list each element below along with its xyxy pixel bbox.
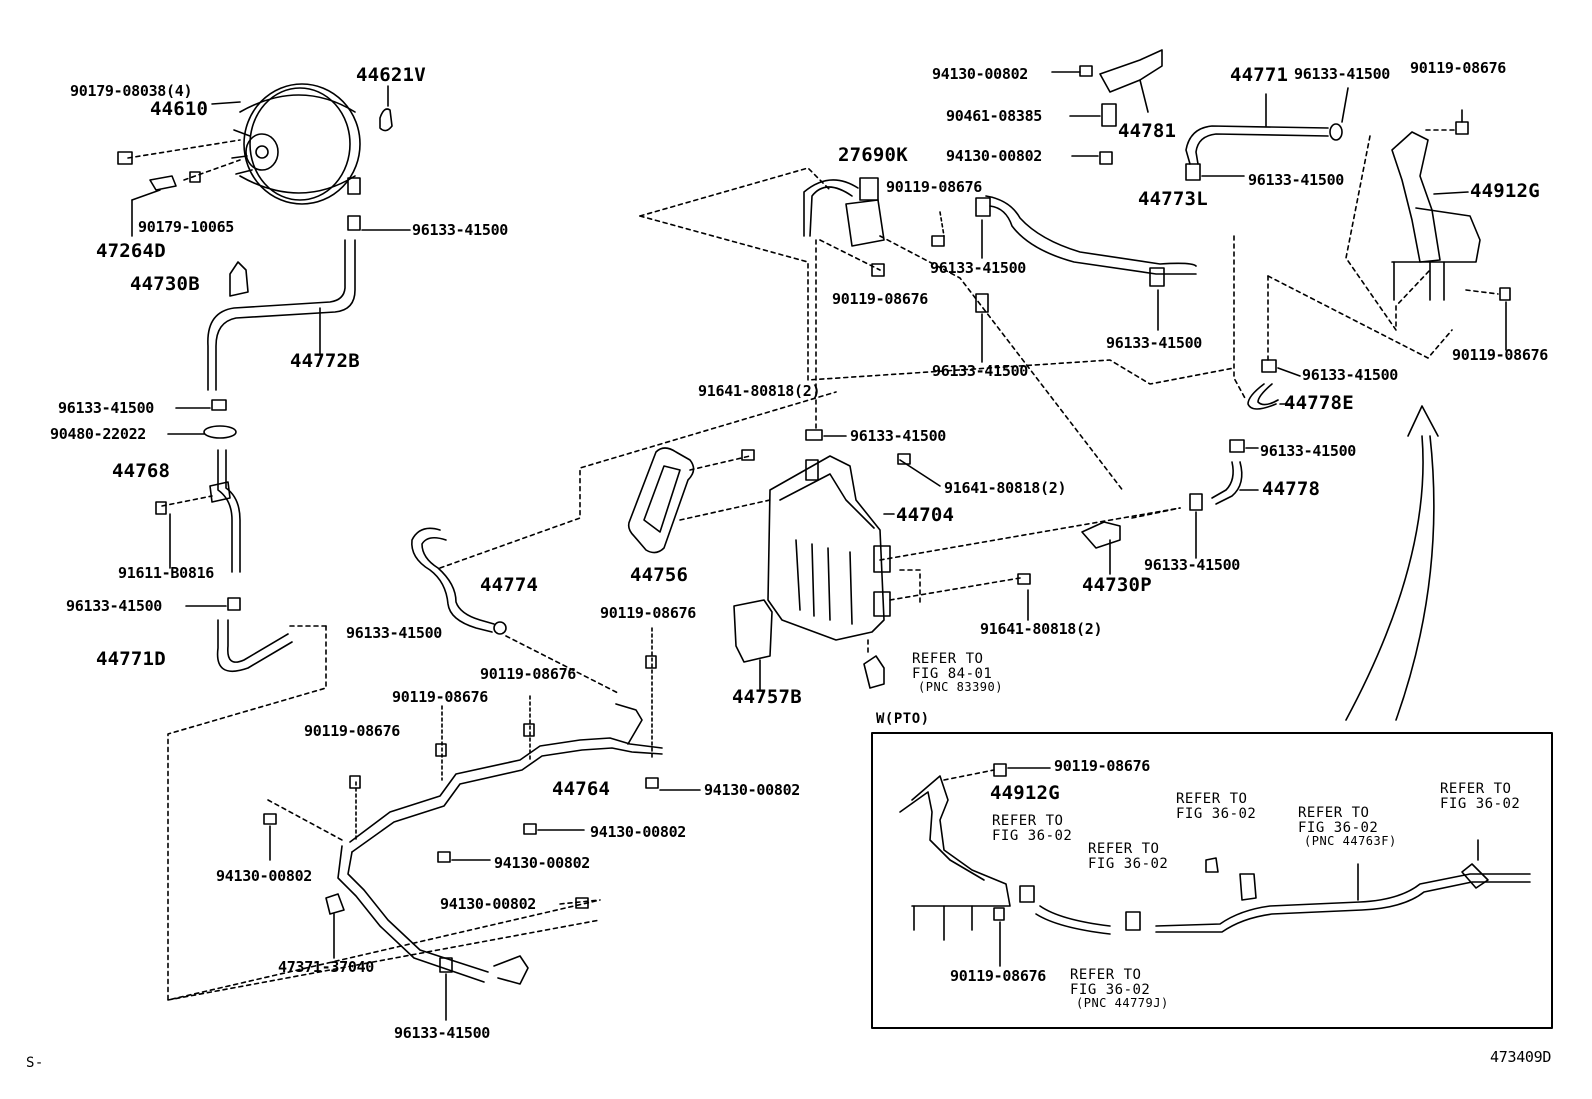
refer-note: REFER TO FIG 36-02 (PNC 44779J)	[1070, 968, 1169, 1010]
part-number-label: 91641-80818(2)	[980, 620, 1103, 638]
refer-note-line: REFER TO	[1298, 805, 1370, 821]
part-number-label: 90179-08038(4)	[70, 82, 193, 100]
refer-note-line: FIG 36-02	[1088, 856, 1169, 873]
part-number-label: 44610	[150, 98, 209, 120]
part-number-label: 96133-41500	[58, 399, 155, 417]
part-number-label: 44781	[1118, 120, 1177, 142]
refer-note-line: (PNC 44779J)	[1076, 996, 1169, 1011]
part-number-label: 44773L	[1138, 188, 1208, 210]
part-number-label: 96133-41500	[850, 427, 947, 445]
part-number-label: 90119-08676	[832, 290, 929, 308]
part-number-label: 44778	[1262, 478, 1321, 500]
part-number-label: 94130-00802	[440, 895, 537, 913]
part-number-label: 90119-08676	[950, 967, 1047, 985]
refer-note-line: REFER TO	[992, 813, 1064, 829]
part-number-label: 44774	[480, 574, 539, 596]
part-number-label: 44621V	[356, 64, 426, 86]
brake-booster-drawing	[231, 83, 361, 205]
section-label: W(PTO)	[876, 711, 930, 727]
part-number-label: 27690K	[838, 144, 908, 166]
part-number-label: 94130-00802	[494, 854, 591, 872]
refer-note-line: FIG 36-02	[1176, 806, 1257, 823]
part-number-label: 96133-41500	[932, 362, 1029, 380]
part-number-label: 90119-08676	[392, 688, 489, 706]
part-number-label: 44912G	[1470, 180, 1540, 202]
part-number-label: 44704	[896, 504, 955, 526]
part-number-label: 94130-00802	[932, 65, 1029, 83]
part-number-label: 90480-22022	[50, 425, 147, 443]
part-number-label: 44912G	[990, 782, 1060, 804]
part-number-label: 44771	[1230, 64, 1289, 86]
reservoir-drawing	[767, 455, 891, 641]
part-number-label: 90119-08676	[886, 178, 983, 196]
refer-note-line: FIG 36-02	[1070, 981, 1151, 998]
refer-note-line: FIG 84-01	[912, 665, 993, 682]
part-number-label: 91611-B0816	[118, 564, 215, 582]
refer-note: REFER TO FIG 36-02	[1176, 791, 1257, 823]
part-number-label: 90119-08676	[1452, 346, 1549, 364]
part-number-label: 90119-08676	[1410, 59, 1507, 77]
part-number-label: 44730B	[130, 273, 200, 295]
part-number-label: 44756	[630, 564, 689, 586]
part-number-label: 94130-00802	[704, 781, 801, 799]
part-number-label: 90119-08676	[480, 665, 577, 683]
refer-note: REFER TO FIG 84-01 (PNC 83390)	[912, 652, 1003, 694]
refer-note-line: FIG 36-02	[1440, 796, 1521, 813]
refer-note-line: (PNC 44763F)	[1304, 834, 1397, 849]
part-number-label: 47264D	[96, 240, 166, 262]
part-number-label: 90179-10065	[138, 218, 235, 236]
part-number-label: 94130-00802	[216, 867, 313, 885]
part-number-label: 96133-41500	[1106, 334, 1203, 352]
refer-note-line: (PNC 83390)	[918, 680, 1003, 695]
part-number-label: 44730P	[1082, 574, 1152, 596]
part-number-label: 96133-41500	[412, 221, 509, 239]
refer-note-line: REFER TO	[1440, 781, 1512, 797]
part-number-label: 44778E	[1284, 392, 1354, 414]
part-number-label: 96133-41500	[1294, 65, 1391, 83]
part-number-label: 44771D	[96, 648, 166, 670]
refer-note-line: FIG 36-02	[1298, 819, 1379, 836]
part-number-label: 91641-80818(2)	[944, 479, 1067, 497]
part-number-label: 90119-08676	[600, 604, 697, 622]
part-number-label: 47371-37040	[278, 958, 375, 976]
part-number-label: 96133-41500	[930, 259, 1027, 277]
part-number-label: 44764	[552, 778, 611, 800]
corner-mark: S-	[26, 1055, 44, 1071]
part-number-label: 90461-08385	[946, 107, 1043, 125]
part-number-label: 96133-41500	[346, 624, 443, 642]
refer-note-line: REFER TO	[1176, 791, 1248, 807]
part-number-label: 44768	[112, 460, 171, 482]
refer-note: REFER TO FIG 36-02 (PNC 44763F)	[1298, 806, 1397, 848]
part-number-label: 96133-41500	[1260, 442, 1357, 460]
part-number-label: 90119-08676	[304, 722, 401, 740]
refer-note-line: REFER TO	[912, 651, 984, 667]
part-number-label: 44757B	[732, 686, 802, 708]
part-number-label: 91641-80818(2)	[698, 382, 821, 400]
refer-note: REFER TO FIG 36-02	[1088, 841, 1169, 873]
refer-note-line: REFER TO	[1088, 841, 1160, 857]
illustration-id: 473409D	[1490, 1048, 1552, 1066]
refer-note: REFER TO FIG 36-02	[992, 813, 1073, 845]
part-number-label: 44772B	[290, 350, 360, 372]
part-number-label: 94130-00802	[590, 823, 687, 841]
part-number-label: 96133-41500	[1302, 366, 1399, 384]
refer-note: REFER TO FIG 36-02	[1440, 781, 1521, 813]
refer-note-line: FIG 36-02	[992, 828, 1073, 845]
refer-note-line: REFER TO	[1070, 967, 1142, 983]
part-number-label: 96133-41500	[66, 597, 163, 615]
part-number-label: 90119-08676	[1054, 757, 1151, 775]
part-number-label: 96133-41500	[1248, 171, 1345, 189]
part-number-label: 96133-41500	[394, 1024, 491, 1042]
part-number-label: 96133-41500	[1144, 556, 1241, 574]
part-number-label: 94130-00802	[946, 147, 1043, 165]
